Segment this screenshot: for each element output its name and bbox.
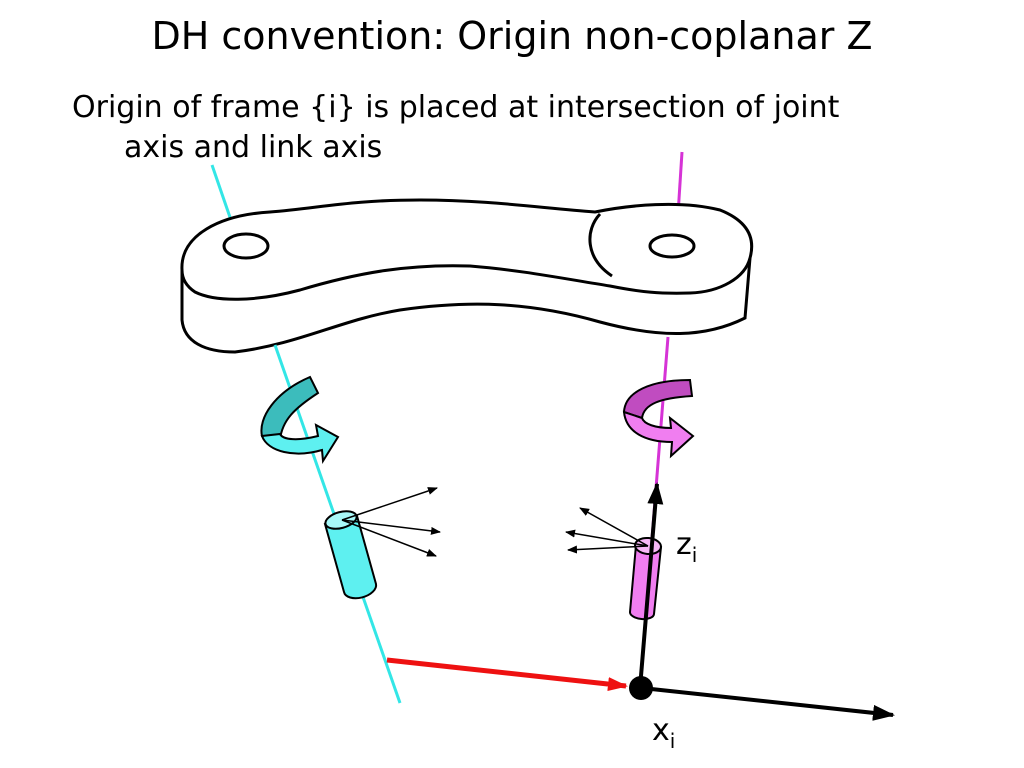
fan-arrows-i: [565, 507, 649, 554]
x-axis-arrow: [641, 686, 895, 721]
rotation-arrow-i: [622, 378, 695, 459]
x-axis-label: xi: [652, 713, 675, 753]
rotation-arrow-prev: [260, 375, 340, 465]
link-normal-arrow: [386, 657, 628, 692]
bullet-line-1: Origin of frame {i} is placed at interse…: [72, 90, 840, 125]
z-axis-arrow: [638, 482, 664, 689]
bullet-line-2: axis and link axis: [124, 130, 383, 165]
link-hole-prev: [222, 232, 270, 260]
cylinder-prev: [323, 510, 378, 600]
fan-arrows-prev: [341, 487, 441, 557]
frame-origin: [629, 676, 653, 700]
bullet-text: Origin of frame {i} is placed at interse…: [72, 88, 972, 168]
link-hole-i: [648, 233, 696, 259]
slide-title: DH convention: Origin non-coplanar Z: [151, 14, 873, 58]
link-body: [180, 198, 754, 354]
z-axis-label: zi: [676, 527, 697, 567]
